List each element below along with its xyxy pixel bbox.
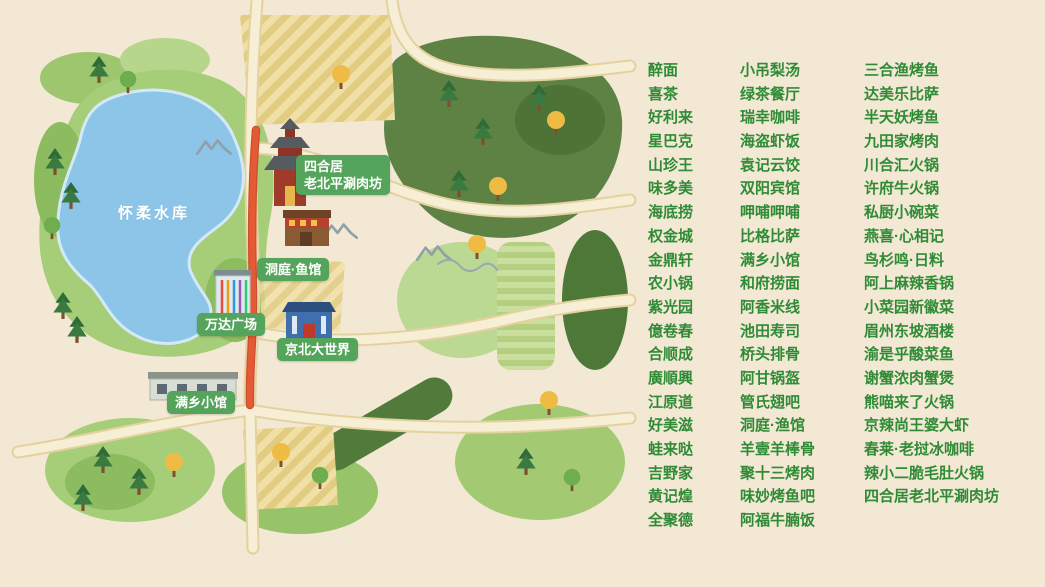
restaurant-name: 瑞幸咖啡	[740, 109, 801, 127]
restaurant-name: 紫光园	[648, 298, 694, 316]
map-marker-manxiang: 满乡小馆	[167, 391, 236, 414]
restaurant-name: 聚十三烤肉	[740, 464, 816, 482]
restaurant-name: 蛙来哒	[648, 441, 694, 458]
restaurant-name: 江原道	[648, 393, 694, 411]
map-marker-wanda: 万达广场	[197, 313, 266, 336]
restaurant-name: 阿上麻辣香锅	[864, 275, 955, 293]
restaurant-name: 廣順興	[648, 369, 694, 387]
restaurant-name: 億卷春	[648, 322, 694, 340]
restaurant-name: 半天妖烤鱼	[864, 109, 940, 127]
restaurant-name: 四合居老北平涮肉坊	[864, 488, 1000, 506]
restaurant-name: 双阳宾馆	[740, 180, 801, 198]
restaurant-name: 渝是乎酸菜鱼	[864, 346, 955, 364]
map-marker-sihelou: 四合居 老北平涮肉坊	[296, 155, 391, 195]
map-artwork	[11, 0, 637, 555]
restaurant-name: 谢蟹浓肉蟹煲	[864, 369, 955, 387]
restaurant-name: 满乡小馆	[740, 251, 801, 269]
restaurant-name: 春莱·老挝冰咖啡	[864, 441, 974, 458]
illustrated-map: 怀柔水库 四合居 老北平涮肉坊 洞庭·鱼馆 万达广场 京北大世界 满乡小馆	[11, 0, 637, 555]
restaurant-name: 味多美	[648, 180, 694, 198]
restaurant-name: 小菜园新徽菜	[864, 298, 955, 316]
restaurant-name: 权金城	[648, 227, 694, 245]
restaurant-name: 海底捞	[648, 204, 694, 222]
restaurant-name: 好利来	[648, 109, 694, 127]
map-marker-jingbei: 京北大世界	[277, 338, 359, 361]
restaurant-name: 许府牛火锅	[864, 180, 940, 198]
storefront-building	[283, 210, 331, 246]
restaurant-name: 燕喜·心相记	[864, 227, 944, 245]
restaurant-name: 海盗虾饭	[740, 133, 801, 151]
restaurant-name: 京辣尚王婆大虾	[864, 417, 970, 435]
restaurant-name: 吉野家	[648, 464, 694, 482]
directory-column-3: 三合渔烤鱼达美乐比萨半天妖烤鱼九田家烤肉川合汇火锅许府牛火锅私厨小碗菜燕喜·心相…	[864, 59, 999, 509]
restaurant-name: 袁记云饺	[740, 156, 801, 174]
crop-fields	[240, 15, 555, 510]
restaurant-name: 醉面	[648, 62, 679, 79]
highlight-route	[245, 125, 261, 410]
restaurant-name: 羊壹羊棒骨	[740, 441, 816, 458]
restaurant-name: 川合汇火锅	[864, 156, 940, 174]
restaurant-name: 绿茶餐厅	[740, 85, 801, 103]
restaurant-name: 九田家烤肉	[864, 133, 940, 151]
restaurant-name: 三合渔烤鱼	[864, 62, 940, 79]
restaurant-name: 味妙烤鱼吧	[740, 488, 816, 506]
temple-building	[264, 118, 316, 206]
restaurant-name: 和府捞面	[740, 275, 801, 293]
restaurant-name: 熊喵来了火锅	[864, 393, 955, 411]
lake-label: 怀柔水库	[118, 205, 191, 222]
restaurant-name: 农小锅	[648, 275, 694, 293]
restaurant-name: 喜茶	[648, 85, 679, 103]
directory-column-1: 醉面喜茶好利来星巴克山珍王味多美海底捞权金城金鼎轩农小锅紫光园億卷春合顺成廣順興…	[648, 59, 693, 533]
trail-squiggle	[437, 258, 498, 272]
restaurant-name: 辣小二脆毛肚火锅	[864, 464, 985, 482]
restaurant-name: 好美滋	[648, 417, 694, 435]
directory-column-2: 小吊梨汤绿茶餐厅瑞幸咖啡海盗虾饭袁记云饺双阳宾馆呷哺呷哺比格比萨满乡小馆和府捞面…	[740, 59, 815, 533]
restaurant-name: 比格比萨	[740, 227, 801, 245]
restaurant-name: 达美乐比萨	[864, 85, 940, 103]
restaurant-name: 合顺成	[648, 346, 694, 364]
jingbei-world-building	[282, 302, 336, 338]
restaurant-name: 呷哺呷哺	[740, 204, 801, 222]
restaurant-name: 管氏翅吧	[740, 393, 801, 411]
restaurant-name: 金鼎轩	[648, 251, 694, 269]
restaurant-name: 鸟杉鸣·日料	[864, 251, 944, 269]
restaurant-name: 桥头排骨	[740, 346, 801, 364]
restaurant-name: 洞庭·渔馆	[740, 417, 805, 435]
restaurant-name: 私厨小碗菜	[864, 204, 940, 222]
restaurant-name: 池田寿司	[740, 322, 801, 340]
map-marker-dongting: 洞庭·鱼馆	[257, 258, 330, 281]
restaurant-name: 全聚德	[648, 512, 694, 530]
restaurant-name: 山珍王	[648, 156, 694, 174]
restaurant-name: 阿福牛腩饭	[740, 512, 816, 530]
restaurant-name: 眉州东坡酒楼	[864, 322, 955, 340]
restaurant-name: 小吊梨汤	[740, 62, 801, 79]
restaurant-name: 星巴克	[648, 133, 694, 151]
restaurant-name: 阿甘锅盔	[740, 369, 801, 387]
restaurant-name: 黄记煌	[648, 488, 694, 506]
restaurant-name: 阿香米线	[740, 298, 801, 316]
